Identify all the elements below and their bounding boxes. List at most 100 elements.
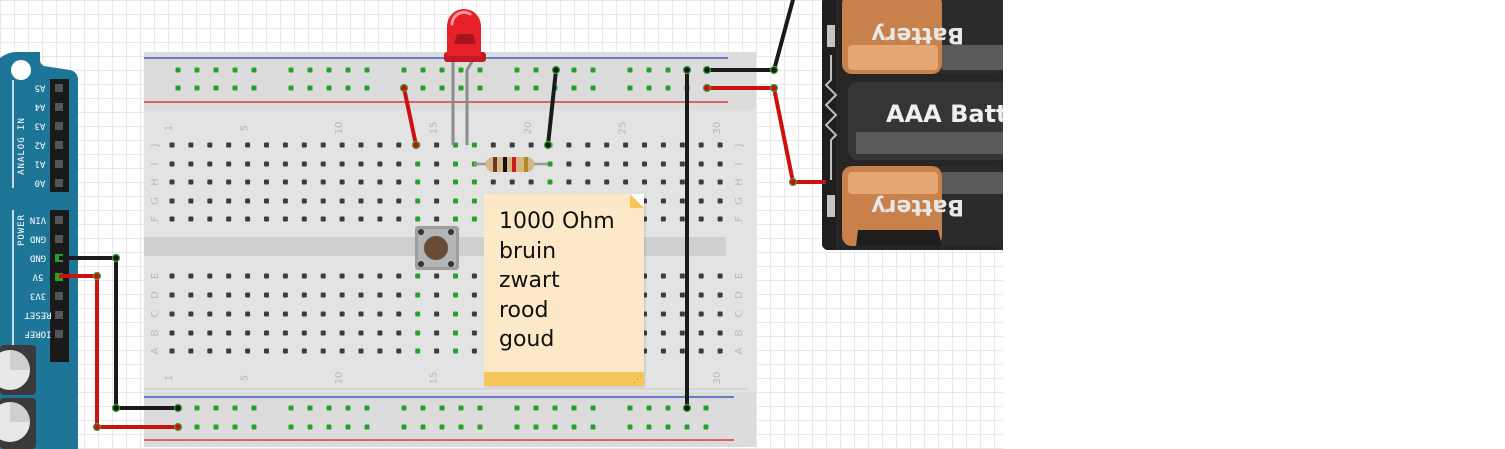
breadboard-hole[interactable] — [585, 142, 591, 148]
wire-endpoint[interactable] — [92, 422, 102, 432]
sticky-note[interactable]: 1000 Ohm bruin zwart rood goud ⋰ — [484, 194, 644, 386]
rail-hole[interactable] — [194, 424, 200, 430]
breadboard-hole[interactable] — [226, 161, 232, 167]
rail-hole[interactable] — [533, 424, 539, 430]
breadboard-hole[interactable] — [320, 273, 326, 279]
rail-hole[interactable] — [627, 67, 633, 73]
rail-hole[interactable] — [665, 424, 671, 430]
breadboard-hole[interactable] — [207, 292, 213, 298]
breadboard-hole[interactable] — [415, 330, 421, 336]
rail-hole[interactable] — [307, 405, 313, 411]
breadboard-hole[interactable] — [282, 311, 288, 317]
rail-hole[interactable] — [533, 405, 539, 411]
wire-endpoint[interactable] — [173, 422, 183, 432]
rail-hole[interactable] — [326, 405, 332, 411]
breadboard-hole[interactable] — [207, 330, 213, 336]
breadboard-hole[interactable] — [415, 292, 421, 298]
breadboard-hole[interactable] — [169, 330, 175, 336]
breadboard-hole[interactable] — [377, 273, 383, 279]
breadboard-hole[interactable] — [377, 216, 383, 222]
breadboard-hole[interactable] — [717, 348, 723, 354]
breadboard-hole[interactable] — [188, 142, 194, 148]
breadboard-hole[interactable] — [566, 142, 572, 148]
breadboard-hole[interactable] — [301, 311, 307, 317]
breadboard-hole[interactable] — [434, 330, 440, 336]
breadboard-hole[interactable] — [264, 179, 269, 185]
breadboard-hole[interactable] — [169, 311, 175, 317]
breadboard-hole[interactable] — [358, 198, 364, 204]
breadboard-hole[interactable] — [471, 292, 477, 298]
rail-hole[interactable] — [477, 424, 483, 430]
breadboard-hole[interactable] — [717, 142, 723, 148]
breadboard-hole[interactable] — [207, 179, 213, 185]
battery-pack[interactable]: Battery AAA Battery Battery — [822, 0, 1003, 250]
rail-hole[interactable] — [288, 424, 294, 430]
rail-hole[interactable] — [251, 405, 257, 411]
arduino-pin[interactable] — [55, 141, 63, 149]
breadboard-hole[interactable] — [245, 216, 251, 222]
breadboard-hole[interactable] — [245, 292, 251, 298]
breadboard-hole[interactable] — [679, 179, 685, 185]
breadboard-hole[interactable] — [471, 216, 477, 222]
breadboard-hole[interactable] — [245, 179, 251, 185]
rail-hole[interactable] — [213, 85, 219, 91]
breadboard-hole[interactable] — [660, 292, 666, 298]
breadboard-hole[interactable] — [566, 179, 572, 185]
arduino-pin[interactable] — [55, 103, 63, 111]
rail-hole[interactable] — [665, 85, 671, 91]
breadboard-hole[interactable] — [282, 161, 288, 167]
breadboard-hole[interactable] — [453, 179, 458, 185]
breadboard-hole[interactable] — [698, 179, 704, 185]
rail-hole[interactable] — [590, 405, 596, 411]
breadboard-hole[interactable] — [434, 198, 440, 204]
breadboard-hole[interactable] — [320, 330, 326, 336]
led[interactable] — [444, 9, 486, 145]
wire-endpoint[interactable] — [551, 65, 561, 75]
breadboard-hole[interactable] — [434, 179, 440, 185]
breadboard-hole[interactable] — [415, 179, 421, 185]
breadboard-hole[interactable] — [339, 330, 345, 336]
arduino-pin[interactable] — [55, 160, 63, 168]
rail-hole[interactable] — [627, 424, 633, 430]
rail-hole[interactable] — [194, 67, 200, 73]
breadboard-hole[interactable] — [245, 198, 251, 204]
breadboard-hole[interactable] — [698, 273, 704, 279]
breadboard-hole[interactable] — [660, 198, 666, 204]
wire-endpoint[interactable] — [411, 140, 421, 150]
breadboard-hole[interactable] — [245, 273, 251, 279]
rail-hole[interactable] — [646, 85, 652, 91]
rail-hole[interactable] — [458, 67, 464, 73]
wire-endpoint[interactable] — [682, 65, 692, 75]
rail-hole[interactable] — [364, 67, 370, 73]
rail-hole[interactable] — [364, 424, 370, 430]
rail-hole[interactable] — [420, 85, 426, 91]
breadboard-hole[interactable] — [717, 330, 723, 336]
arduino-pin[interactable] — [55, 330, 63, 338]
rail-hole[interactable] — [552, 424, 558, 430]
breadboard-hole[interactable] — [264, 142, 269, 148]
breadboard-hole[interactable] — [188, 179, 194, 185]
breadboard-hole[interactable] — [698, 216, 704, 222]
wire-jumper-red[interactable] — [402, 87, 418, 146]
breadboard-hole[interactable] — [604, 179, 610, 185]
breadboard-hole[interactable] — [245, 142, 251, 148]
rail-hole[interactable] — [439, 67, 445, 73]
rail-hole[interactable] — [590, 85, 596, 91]
breadboard-hole[interactable] — [453, 311, 458, 317]
breadboard-hole[interactable] — [679, 198, 685, 204]
breadboard-hole[interactable] — [396, 161, 402, 167]
rail-hole[interactable] — [251, 85, 257, 91]
rail-hole[interactable] — [477, 85, 483, 91]
breadboard-hole[interactable] — [320, 142, 326, 148]
breadboard-hole[interactable] — [264, 311, 269, 317]
breadboard-hole[interactable] — [717, 311, 723, 317]
breadboard-hole[interactable] — [226, 142, 232, 148]
breadboard-hole[interactable] — [471, 198, 477, 204]
breadboard-hole[interactable] — [301, 273, 307, 279]
breadboard-hole[interactable] — [717, 216, 723, 222]
breadboard-hole[interactable] — [604, 142, 610, 148]
breadboard-hole[interactable] — [660, 142, 666, 148]
breadboard-hole[interactable] — [282, 142, 288, 148]
breadboard-hole[interactable] — [679, 311, 685, 317]
breadboard-hole[interactable] — [282, 330, 288, 336]
